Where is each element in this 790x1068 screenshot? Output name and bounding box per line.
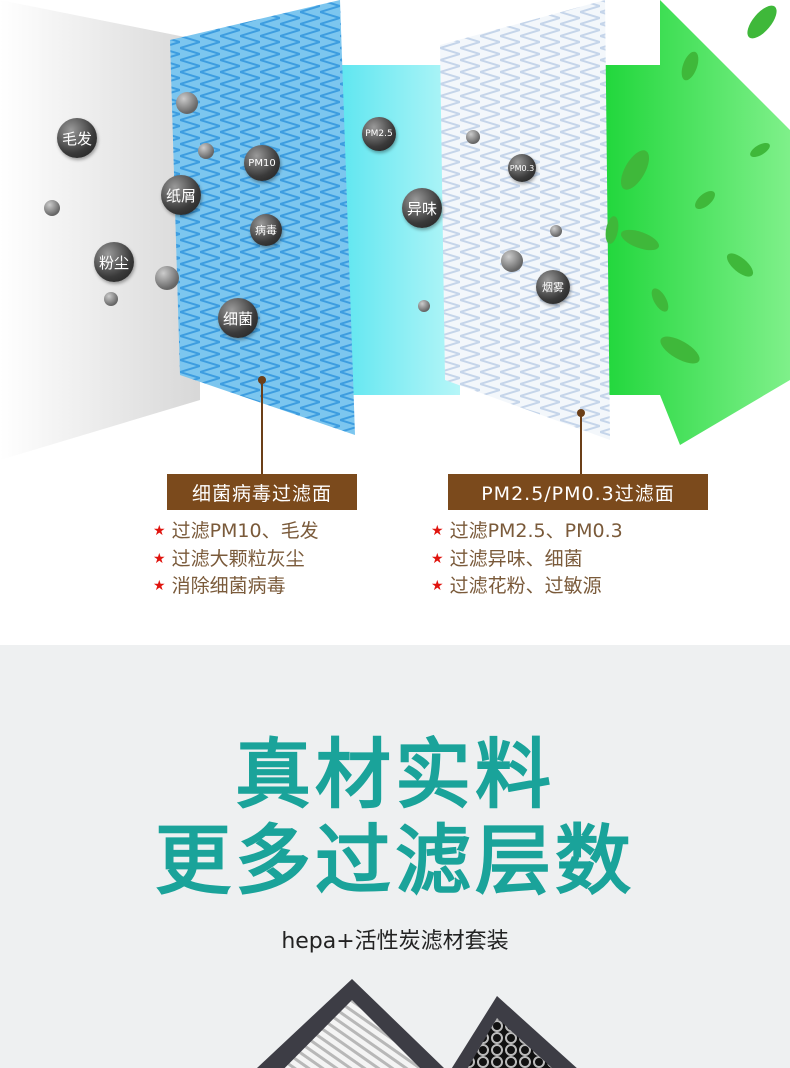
feature-item: ★过滤花粉、过敏源 <box>431 575 602 597</box>
layer2-title: PM2.5/PM0.3过滤面 <box>448 474 708 510</box>
cyan-airflow <box>340 65 460 395</box>
star-icon: ★ <box>153 550 166 567</box>
star-icon: ★ <box>431 523 444 539</box>
particle <box>176 92 198 114</box>
headline-line1: 真材实料 <box>235 730 555 819</box>
star-icon: ★ <box>431 550 444 567</box>
filter-illustration <box>0 0 790 475</box>
particle <box>550 225 562 237</box>
feature-item: ★过滤PM2.5、PM0.3 <box>431 520 623 542</box>
particle-odor: 异味 <box>402 188 442 228</box>
particle-virus: 病毒 <box>250 214 282 246</box>
feature-item: ★过滤大颗粒灰尘 <box>153 547 305 570</box>
particle <box>198 143 214 159</box>
clean-air-arrow <box>600 0 790 445</box>
particle-pm25: PM2.5 <box>362 117 396 151</box>
particle <box>418 300 430 312</box>
leaf-icons <box>605 5 777 364</box>
particle <box>155 266 179 290</box>
headline-line2: 更多过滤层数 <box>155 816 635 905</box>
star-icon: ★ <box>153 578 166 594</box>
particle-smoke: 烟雾 <box>536 270 570 304</box>
product-section: 真材实料 更多过滤层数 hepa+活性炭滤材套装 <box>0 645 790 1068</box>
particle-paper: 纸屑 <box>161 175 201 215</box>
particle <box>466 130 480 144</box>
particle-hair: 毛发 <box>57 118 97 158</box>
particle-bacteria: 细菌 <box>218 298 258 338</box>
feature-item: ★过滤异味、细菌 <box>431 547 583 570</box>
layer1-title: 细菌病毒过滤面 <box>167 474 357 510</box>
particle <box>104 292 118 306</box>
layer1-features: ★过滤PM10、毛发 ★过滤大颗粒灰尘 ★消除细菌病毒 <box>153 518 319 601</box>
particle-dust: 粉尘 <box>94 242 134 282</box>
feature-item: ★过滤PM10、毛发 <box>153 520 319 542</box>
pm25-filter-layer <box>440 0 610 440</box>
particle-pm03: PM0.3 <box>508 154 536 182</box>
particle <box>501 250 523 272</box>
filter-product-image <box>257 979 577 1068</box>
particle <box>44 200 60 216</box>
subtitle: hepa+活性炭滤材套装 <box>281 929 509 954</box>
filtration-diagram: 毛发 纸屑 粉尘 PM10 病毒 细菌 PM2.5 异味 PM0.3 烟雾 细菌… <box>0 0 790 601</box>
star-icon: ★ <box>431 578 444 594</box>
feature-item: ★消除细菌病毒 <box>153 575 286 597</box>
layer2-features: ★过滤PM2.5、PM0.3 ★过滤异味、细菌 ★过滤花粉、过敏源 <box>431 518 623 601</box>
particle-pm10: PM10 <box>244 145 280 181</box>
star-icon: ★ <box>153 523 166 539</box>
